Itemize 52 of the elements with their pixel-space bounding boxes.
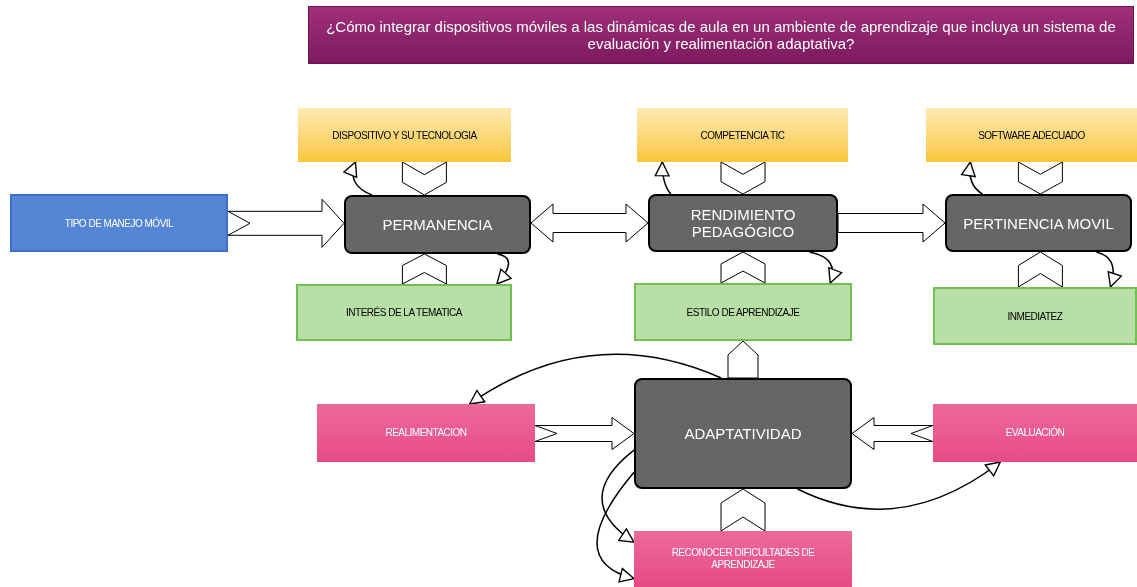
- question-banner: [308, 6, 1134, 64]
- node-label: ¿Cómo integrar dispositivos móviles a las dinámicas de aula en un ambiente de aprendizaje que incluya un sistema de evaluación y realimentación adaptativa?: [325, 18, 1117, 52]
- chevron-arrow: [401, 253, 447, 285]
- block-arrow: [727, 340, 759, 379]
- curved-arrow: [601, 449, 635, 543]
- node-label: SOFTWARE ADECUADO: [978, 128, 1085, 143]
- node-label: PERTINENCIA MOVIL: [963, 214, 1114, 232]
- curved-arrow: [654, 161, 672, 195]
- node-label: PERMANENCIA: [382, 216, 493, 233]
- chevron-arrow: [1017, 251, 1063, 288]
- core-box: [634, 378, 852, 489]
- factor-box: [296, 284, 512, 341]
- process-box: [634, 531, 852, 587]
- node-label: TIPO DE MANEJO MÓVIL: [64, 216, 174, 231]
- node-label: RENDIMIENTO PEDAGÓGICO: [689, 206, 797, 240]
- node-label: COMPETENCIA TIC: [700, 128, 785, 143]
- node-label: REALIMENTACION: [384, 427, 468, 439]
- factor-box: [634, 283, 852, 341]
- curved-arrow: [496, 253, 512, 285]
- curved-arrow: [796, 461, 1002, 510]
- block-arrow: [530, 203, 649, 243]
- core-box: [344, 195, 531, 254]
- process-box: [933, 404, 1137, 462]
- curved-arrow: [596, 471, 635, 582]
- chevron-arrow: [851, 417, 934, 450]
- node-label: RECONOCER DIFICULTADES DE APRENDIZAJE: [670, 547, 816, 571]
- start-box: [10, 194, 228, 252]
- curved-arrow: [468, 353, 722, 405]
- node-label: INMEDIATEZ: [1007, 309, 1063, 324]
- curved-arrow: [343, 161, 373, 196]
- core-box: [648, 194, 838, 252]
- factor-box: [298, 108, 511, 162]
- node-label: EVALUACIÓN: [1004, 427, 1066, 439]
- core-box: [945, 194, 1132, 252]
- factor-box: [933, 287, 1137, 345]
- chevron-arrow: [720, 488, 766, 532]
- curved-arrow: [961, 161, 984, 195]
- node-label: INTERÉS DE LA TEMATICA: [346, 305, 462, 320]
- process-box: [317, 404, 535, 462]
- chevron-arrow: [401, 161, 447, 196]
- chevron-arrow: [720, 251, 766, 284]
- block-arrow: [837, 203, 946, 243]
- curved-arrow: [808, 251, 842, 284]
- node-label: ESTILO DE APRENDIZAJE: [686, 305, 800, 320]
- chevron-arrow: [227, 198, 345, 248]
- chevron-arrow: [534, 417, 635, 450]
- node-label: DISPOSITIVO Y SU TECNOLOGIA: [332, 128, 477, 143]
- factor-box: [926, 108, 1137, 162]
- factor-box: [637, 108, 848, 162]
- chevron-arrow: [720, 161, 766, 195]
- node-label: ADAPTATIVIDAD: [684, 425, 802, 442]
- chevron-arrow: [1017, 161, 1063, 195]
